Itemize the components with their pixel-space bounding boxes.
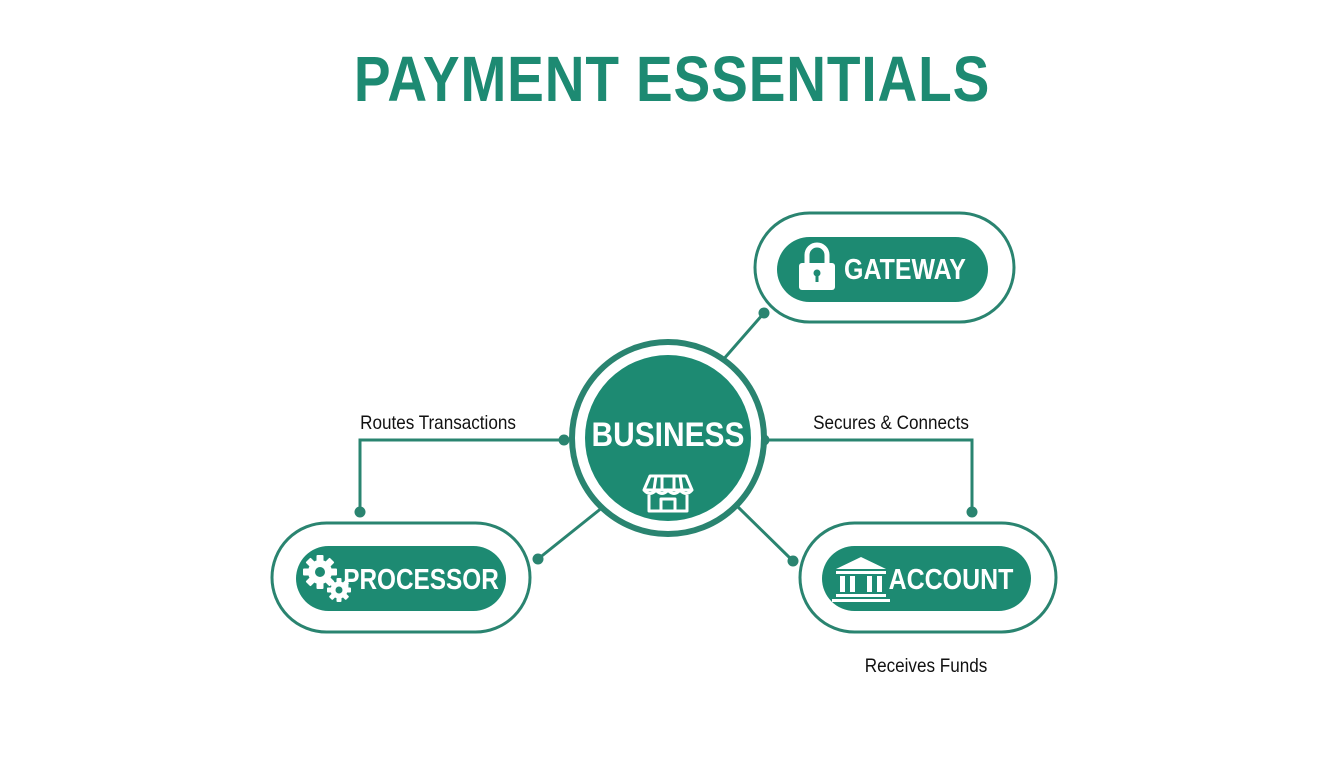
connector-dot (558, 434, 570, 446)
processor-label: PROCESSOR (343, 563, 499, 595)
connector-dot (758, 307, 770, 319)
connector-processor-label (358, 438, 564, 512)
connector-dot (966, 506, 978, 518)
business-node[interactable]: BUSINESS (569, 339, 767, 537)
connector-dot (532, 553, 544, 565)
diagram-title: PAYMENT ESSENTIALS (353, 43, 991, 115)
gateway-node[interactable]: GATEWAY (753, 211, 1016, 324)
gateway-label: GATEWAY (844, 253, 966, 285)
business-node-inner (585, 355, 751, 521)
gears-icon (303, 555, 351, 602)
processor-node[interactable]: PROCESSOR (270, 521, 532, 634)
connector-gateway-label (764, 438, 974, 512)
connector-gateway (720, 312, 766, 362)
business-label: BUSINESS (592, 415, 745, 453)
processor-pill (296, 546, 506, 611)
connector-account (736, 505, 795, 563)
connector-dot (354, 506, 366, 518)
bank-icon (832, 557, 890, 602)
padlock-icon (799, 242, 835, 290)
storefront-icon (642, 474, 694, 513)
label-receives-funds: Receives Funds (865, 655, 988, 676)
connector-processor (537, 505, 604, 561)
label-routes-transactions: Routes Transactions (360, 412, 516, 433)
account-node[interactable]: ACCOUNT (798, 521, 1058, 634)
connector-dot (787, 555, 799, 567)
label-secures-connects: Secures & Connects (813, 412, 969, 433)
connectors (358, 312, 974, 563)
account-label: ACCOUNT (889, 563, 1014, 595)
